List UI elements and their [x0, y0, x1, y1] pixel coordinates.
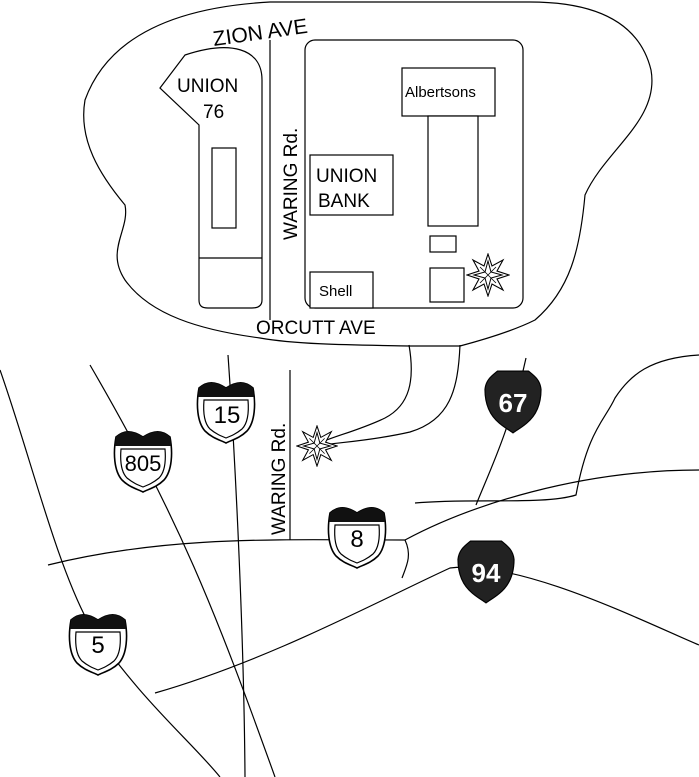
i8-number: 8	[350, 526, 363, 553]
shell-label: Shell	[319, 283, 352, 300]
road-i8	[47, 469, 699, 566]
road-sr94	[154, 566, 699, 694]
union76-label-line1: UNION	[177, 76, 238, 97]
albertsons-label: Albertsons	[405, 84, 476, 101]
interstate-shield-i805: 805	[113, 430, 173, 493]
inset-pointer	[321, 344, 412, 443]
state-route-shield-sr67: 67	[484, 370, 542, 434]
i5-number: 5	[91, 632, 104, 659]
i15-number: 15	[214, 402, 241, 429]
road-i5	[0, 369, 221, 777]
albertsons-annex	[427, 115, 479, 227]
location-star-icon-main	[296, 425, 338, 467]
union-bank-label-line2: BANK	[318, 191, 370, 212]
sr67-number: 67	[499, 388, 528, 418]
union76-building	[211, 147, 237, 229]
inset-bubble	[83, 1, 653, 347]
shell-station	[309, 271, 374, 309]
small-kiosk	[429, 235, 457, 253]
i805-number: 805	[125, 451, 162, 476]
road-east	[414, 354, 699, 504]
inset-street-west-label: WARING Rd.	[281, 128, 302, 240]
inset-pointer-b	[329, 344, 461, 445]
location-star-icon	[466, 253, 510, 297]
interstate-shield-i8: 8	[327, 506, 387, 569]
union76-label-line2: 76	[203, 102, 224, 123]
small-building	[429, 267, 465, 303]
road-i805	[89, 364, 276, 777]
sr94-number: 94	[472, 558, 501, 588]
interstate-shield-i15: 15	[196, 381, 256, 444]
interstate-shield-i5: 5	[68, 613, 128, 676]
inset-street-south-label: ORCUTT AVE	[256, 318, 376, 339]
inset-street-north-label: ZION AVE	[211, 15, 309, 51]
union-bank-building	[309, 154, 394, 216]
albertsons-building	[401, 67, 496, 117]
main-street-label: WARING Rd.	[269, 423, 290, 535]
union-bank-label-line1: UNION	[316, 166, 377, 187]
road-spur	[401, 539, 410, 579]
state-route-shield-sr94: 94	[457, 540, 515, 604]
union76-lot	[159, 47, 263, 309]
